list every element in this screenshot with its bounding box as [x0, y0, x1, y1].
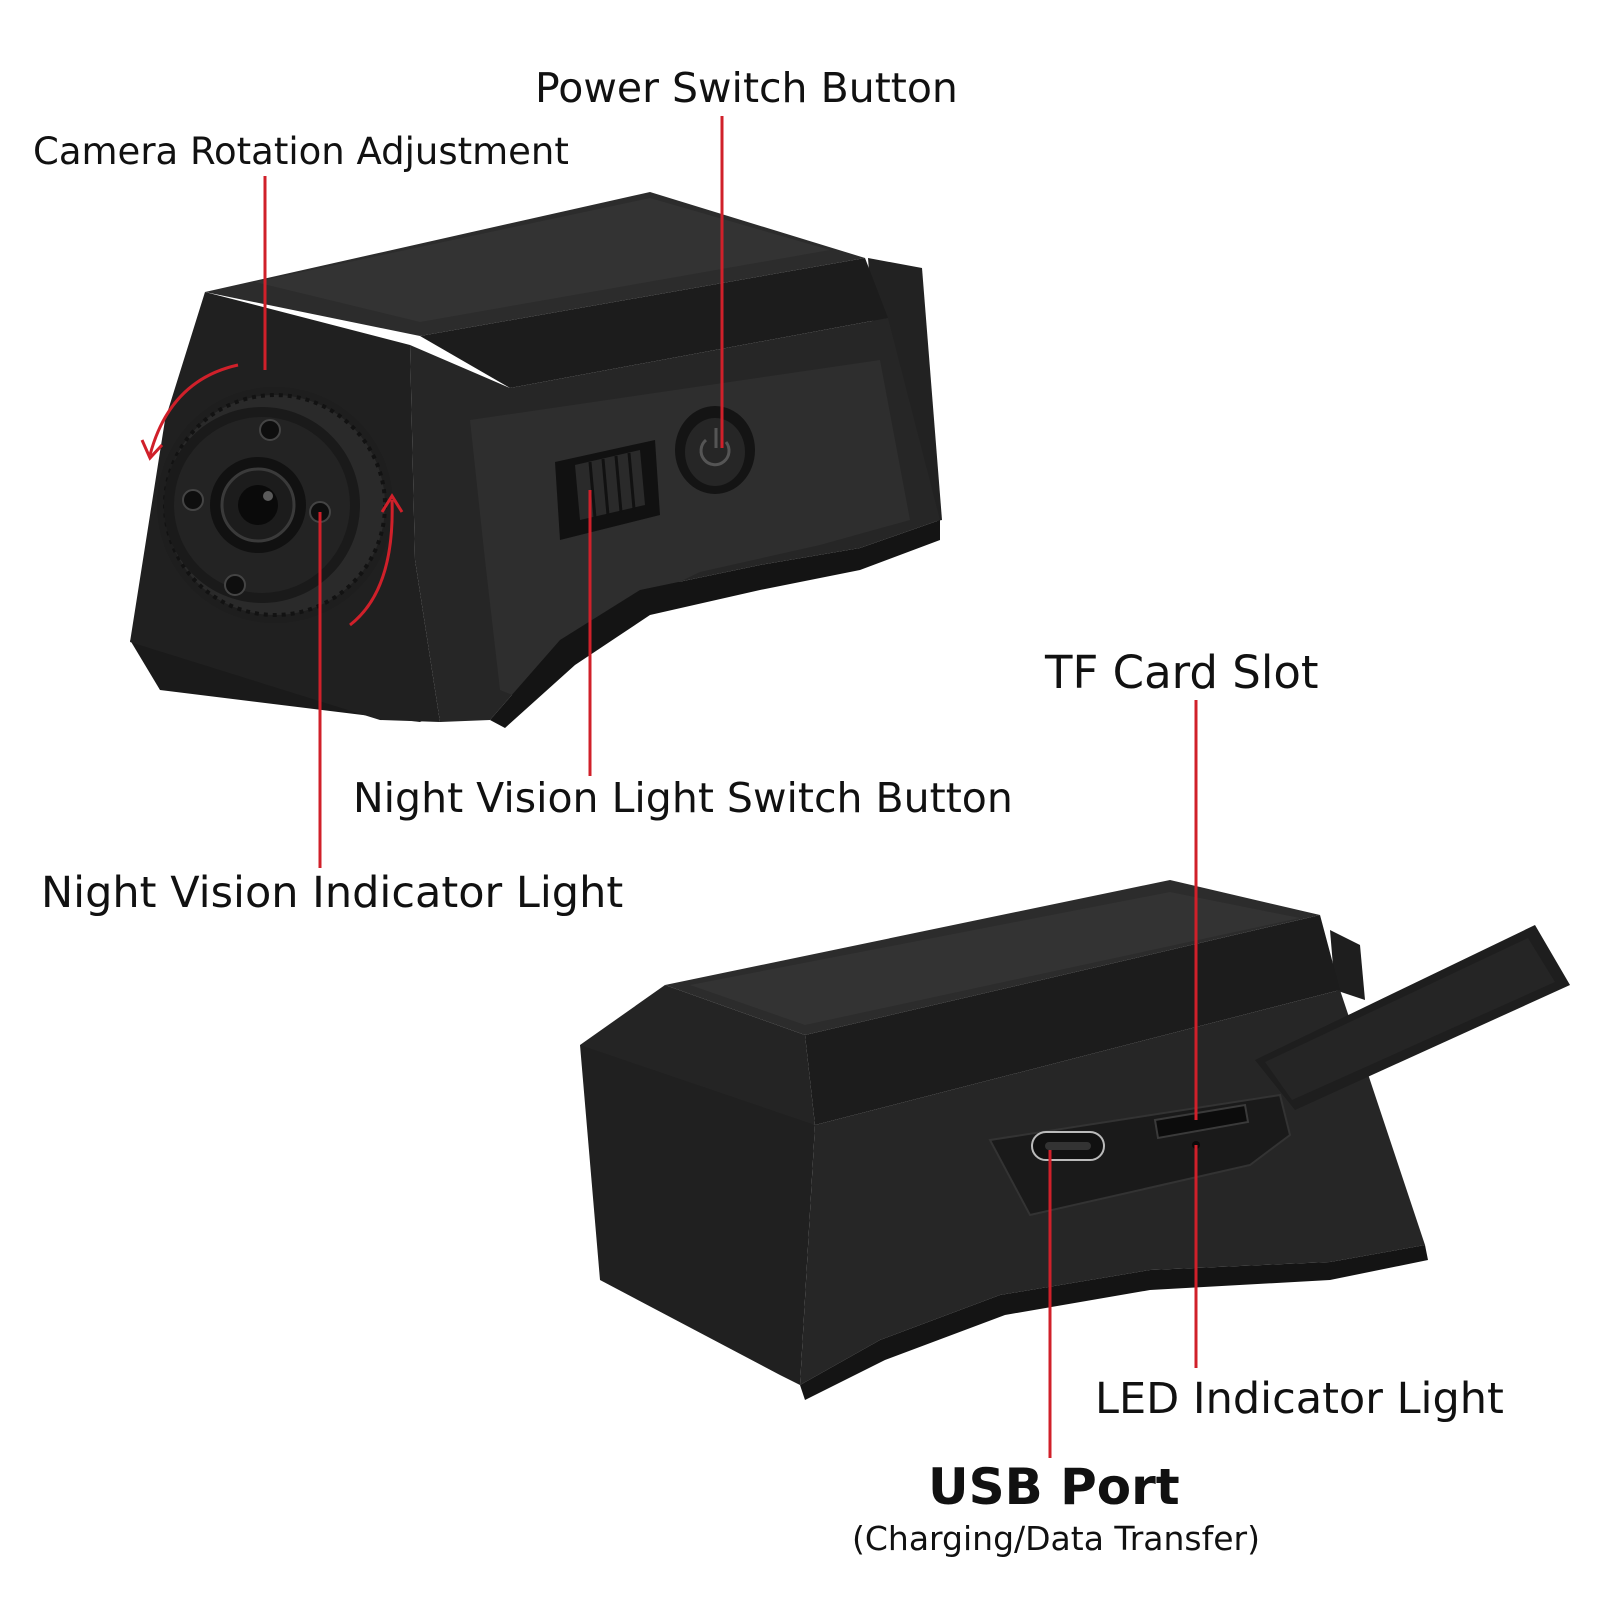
- label-night-vision-switch: Night Vision Light Switch Button: [353, 774, 1013, 822]
- camera-rear-view: [580, 880, 1570, 1400]
- label-usb-port-note: (Charging/Data Transfer): [852, 1519, 1260, 1558]
- label-usb-port: USB Port: [928, 1458, 1180, 1516]
- callout-lines: [263, 116, 1198, 1458]
- label-led-indicator: LED Indicator Light: [1095, 1374, 1504, 1424]
- label-night-vision-indicator: Night Vision Indicator Light: [41, 868, 624, 918]
- label-tf-card-slot: TF Card Slot: [1045, 646, 1319, 699]
- power-button-graphic: [675, 406, 755, 494]
- night-vision-switch-graphic: [555, 440, 660, 540]
- camera-front-view: [130, 192, 942, 728]
- label-power-switch: Power Switch Button: [535, 64, 958, 112]
- label-camera-rotation: Camera Rotation Adjustment: [33, 130, 569, 173]
